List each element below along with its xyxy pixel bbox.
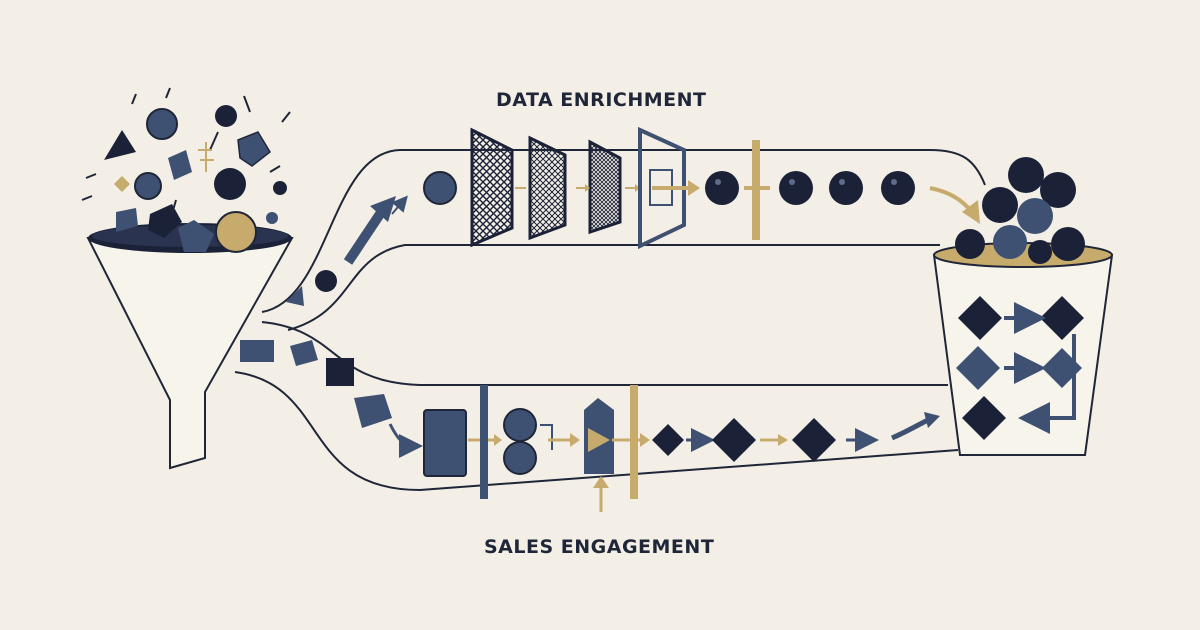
label-data-enrichment: DATA ENRICHMENT [496,89,707,111]
gate-icon [638,126,760,250]
top-pipe [261,149,986,331]
bottom-process-stages [423,385,650,512]
diamond-icon [652,412,940,462]
bottom-ramp-items [240,340,423,458]
mesh-filter-icon [470,127,640,248]
top-ramp-items [286,171,457,306]
incoming-data-shapes [81,87,291,253]
bucket-icon [932,157,1114,456]
label-sales-engagement: SALES ENGAGEMENT [484,536,715,558]
sphere-icon [705,171,980,224]
